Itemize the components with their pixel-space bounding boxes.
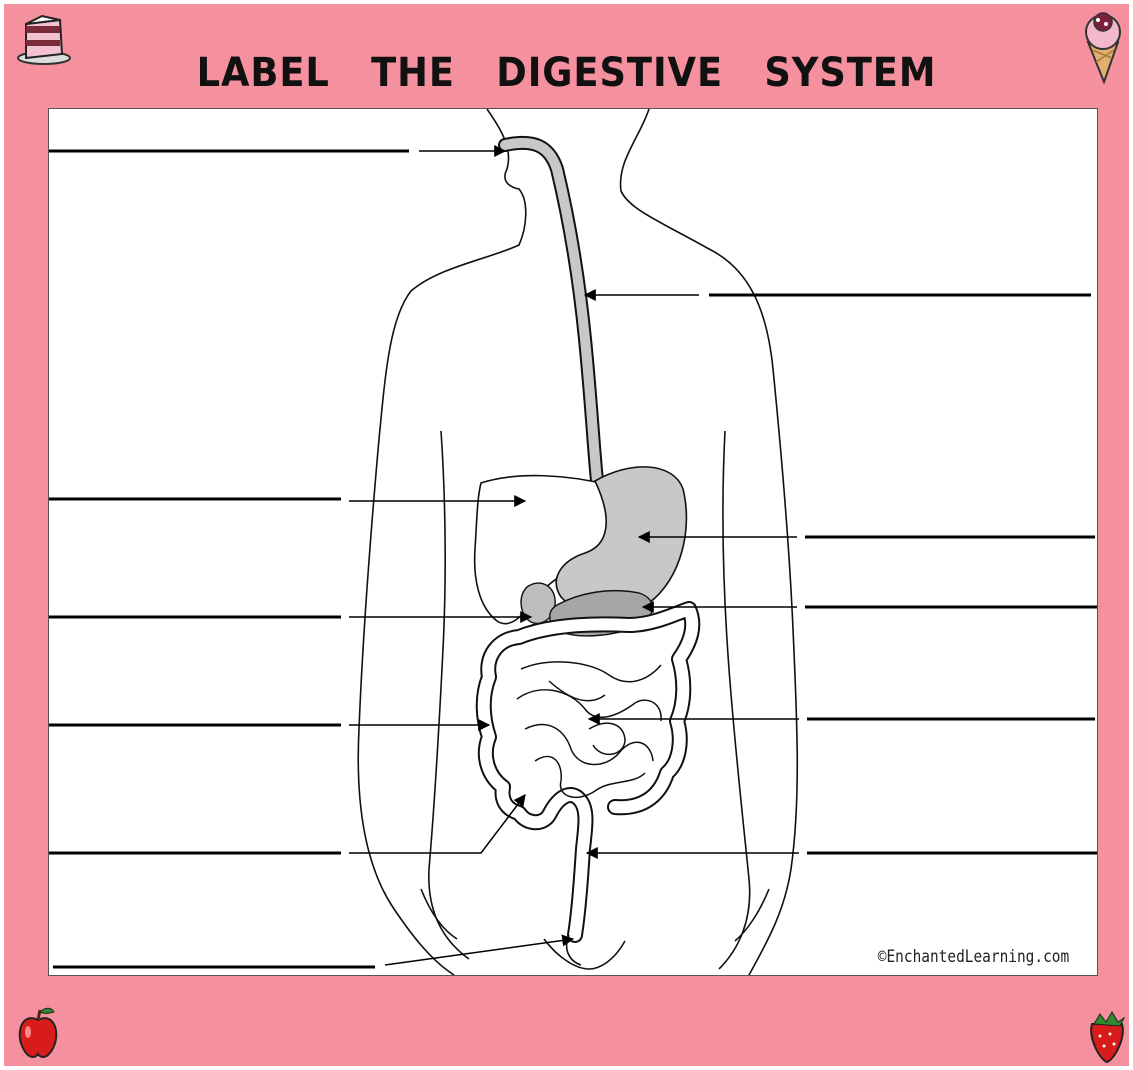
diagram-sheet: ©EnchantedLearning.com	[48, 108, 1098, 976]
copyright-text: ©EnchantedLearning.com	[878, 947, 1069, 967]
page-title: LABEL THE DIGESTIVE SYSTEM	[45, 50, 1087, 96]
large-intestine-organ	[484, 609, 693, 935]
arrow-anus	[385, 939, 573, 965]
apple-icon	[16, 1004, 60, 1064]
small-intestine-organ	[517, 662, 661, 797]
digestive-system-diagram	[49, 109, 1097, 975]
strawberry-icon	[1086, 1008, 1128, 1064]
